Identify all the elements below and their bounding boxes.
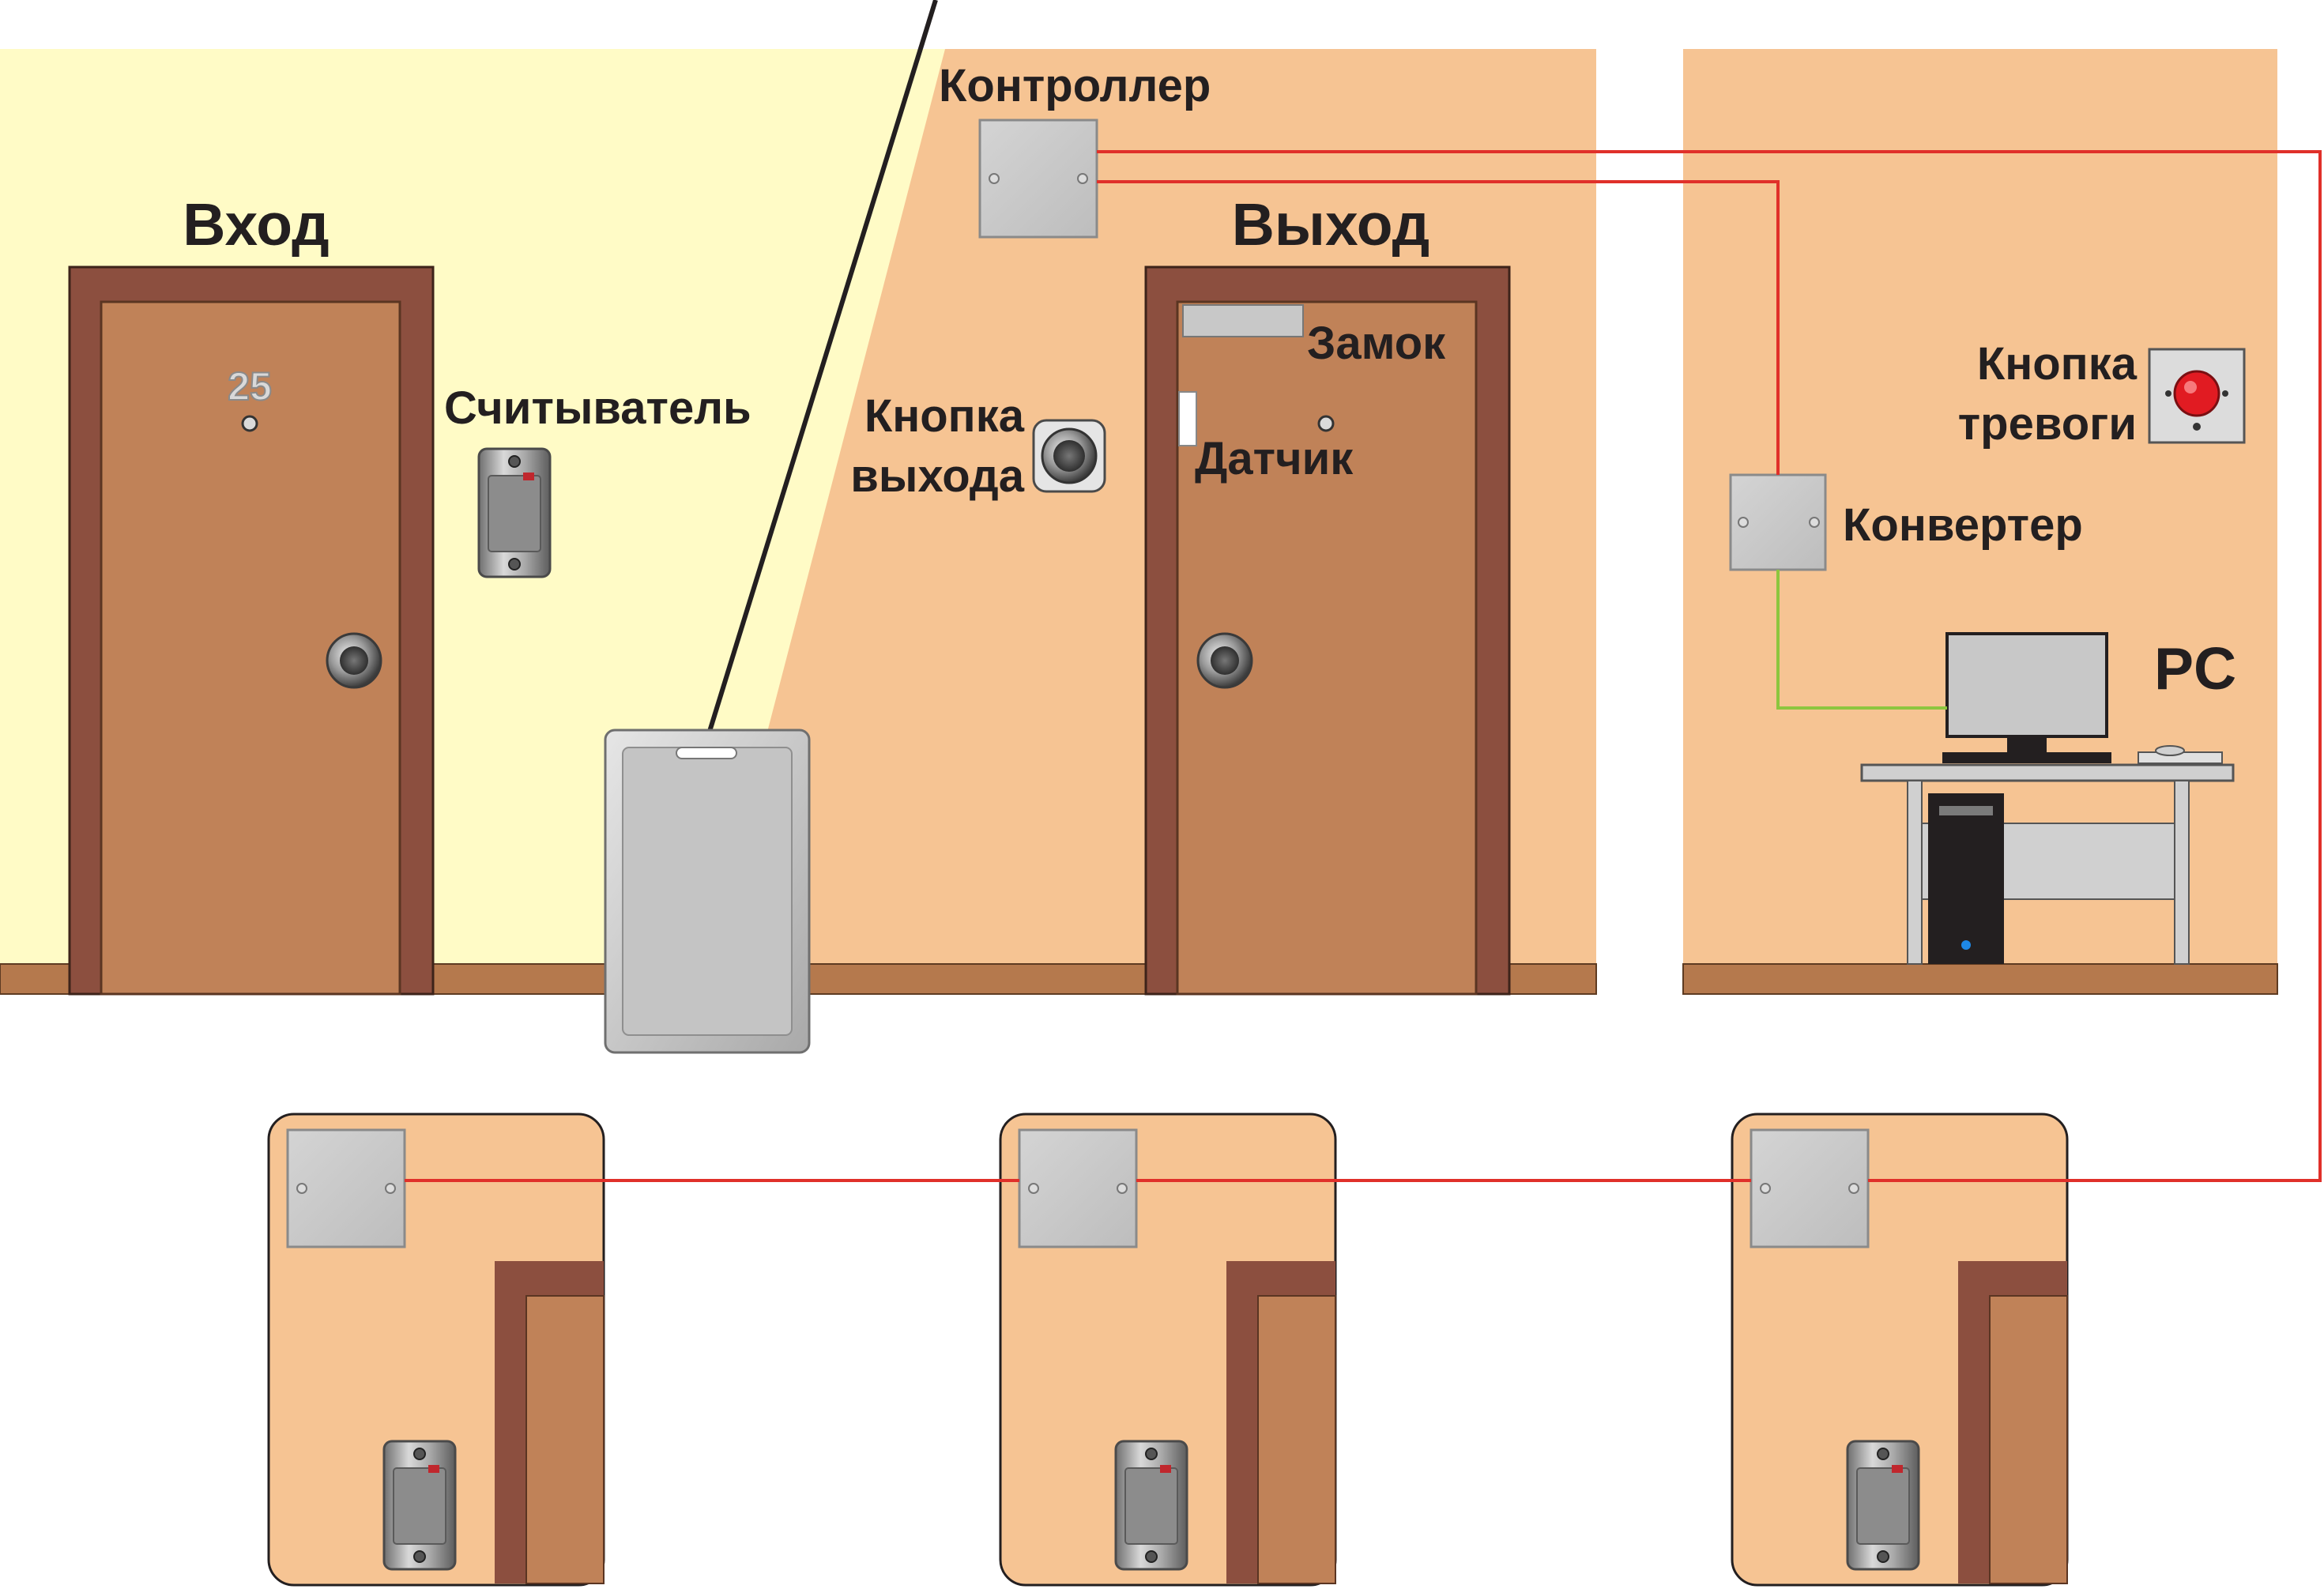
sensor-icon [1178, 391, 1197, 446]
bus-wire [1097, 150, 2322, 1182]
pc-label: PC [2154, 635, 2236, 702]
junction-box-icon [1750, 1128, 1870, 1248]
wall-corner-line [706, 0, 938, 737]
remote-room-3 [1731, 1113, 2069, 1587]
card-reader-icon [1846, 1440, 1920, 1571]
lock-icon [1182, 304, 1304, 337]
door-number: 25 [228, 364, 272, 409]
controller-label: Контроллер [939, 60, 1211, 111]
desktop-computer-icon [1860, 632, 2235, 965]
card-reader-icon [1114, 1440, 1188, 1571]
sensor-label: Датчик [1195, 433, 1354, 484]
card-reader-icon [382, 1440, 457, 1571]
entrance-door [68, 265, 435, 996]
rfid-card-icon [604, 729, 811, 1054]
floor-strip-right [1682, 963, 2278, 995]
exit-button-label-2: выхода [850, 450, 1024, 502]
exit-label: Выход [1232, 191, 1430, 258]
exit-door [1144, 265, 1511, 996]
entrance-label: Вход [183, 191, 329, 258]
converter-box-icon [1729, 473, 1827, 571]
alarm-button-icon [2148, 348, 2246, 444]
remote-room-2 [999, 1113, 1337, 1587]
reader-label: Считыватель [444, 382, 751, 434]
converter-label: Конвертер [1843, 499, 2083, 551]
lock-label: Замок [1307, 318, 1446, 369]
door-knob-icon [1196, 632, 1253, 689]
peephole-icon [1317, 415, 1335, 432]
card-reader-icon [477, 447, 552, 578]
converter-wire [1097, 180, 1780, 475]
junction-box-icon [978, 119, 1098, 239]
peephole-icon [241, 415, 258, 432]
door-knob-icon [326, 632, 382, 689]
exit-button-label-1: Кнопка [864, 390, 1025, 442]
push-button-icon [1032, 419, 1106, 493]
junction-box-icon [1018, 1128, 1138, 1248]
alarm-button-label-1: Кнопка [1977, 338, 2138, 390]
junction-box-icon [286, 1128, 406, 1248]
pc-link-wire [1776, 570, 1947, 710]
remote-room-1 [267, 1113, 605, 1587]
alarm-button-label-2: тревоги [1958, 398, 2137, 450]
